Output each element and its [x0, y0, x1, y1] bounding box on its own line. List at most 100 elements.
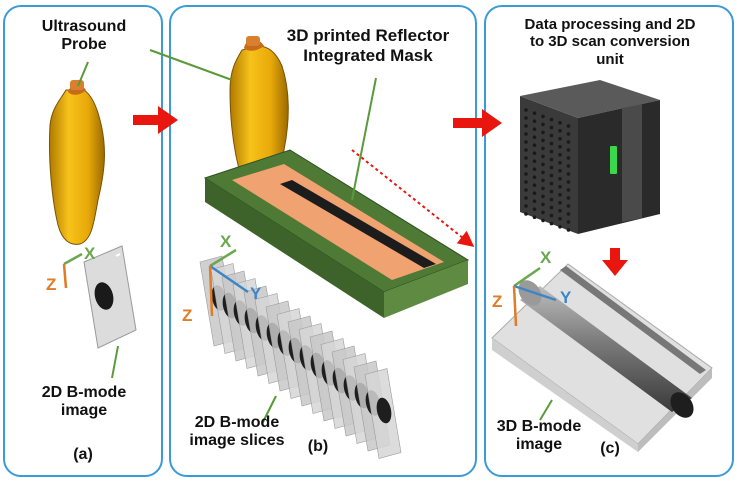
vent-hole [549, 181, 554, 186]
vent-hole [558, 145, 562, 149]
vent-hole [541, 202, 545, 207]
bmode-image-label-a-line1: 2D B-mode [41, 384, 127, 401]
vent-hole [524, 148, 528, 152]
vent-hole [558, 137, 562, 141]
processing-unit-label: Data processing and 2D to 3D scan conver… [488, 16, 732, 68]
axis-y-line-b [209, 264, 249, 294]
axis-z-label-b: Z [182, 306, 193, 325]
vent-hole [541, 210, 545, 215]
axis-y-label-b: Y [250, 284, 262, 303]
vent-hole [566, 180, 571, 184]
probe-label-line1: Ultrasound [41, 18, 127, 35]
vent-hole [566, 164, 571, 168]
vent-hole [558, 153, 562, 157]
vent-hole [532, 119, 537, 123]
vent-hole [541, 162, 545, 167]
vent-hole [558, 177, 562, 181]
leader-slices-b [261, 395, 277, 425]
vent-hole [524, 116, 528, 120]
flow-arrow-a-to-b [133, 106, 178, 134]
vent-hole [549, 213, 554, 218]
axis-x-label-c: X [540, 248, 552, 267]
bmode-image-a [83, 245, 137, 349]
axis-z-line-c [512, 285, 518, 327]
axis-y-label-c: Y [560, 288, 572, 307]
bmode-image-label-c-line2: image [515, 436, 563, 454]
vent-hole [532, 127, 537, 131]
vent-hole [524, 180, 528, 184]
axis-z-label-a: Z [46, 275, 57, 294]
slices-label-line1: 2D B-mode [194, 414, 280, 431]
vent-hole [558, 225, 562, 229]
reflector-mask [203, 149, 470, 318]
vent-hole [541, 146, 545, 151]
caption-a: (a) [73, 446, 93, 463]
vent-hole [541, 194, 545, 199]
slices-label-line2: image slices [189, 432, 285, 450]
processing-unit-label-line1: Data processing and 2D [524, 16, 696, 33]
bmode-image-label-a: 2D B-mode image [14, 384, 154, 421]
mask-label-line2: Integrated Mask [303, 45, 433, 65]
vent-hole [541, 122, 545, 127]
vent-hole [558, 185, 562, 189]
vent-hole [566, 220, 571, 224]
vent-hole [566, 204, 571, 208]
probe-label-line2: Probe [61, 36, 107, 54]
vent-hole [566, 156, 571, 160]
vent-hole [541, 130, 545, 135]
vent-hole [566, 188, 571, 192]
vent-hole [524, 156, 528, 160]
vent-hole [532, 183, 537, 187]
vent-hole [558, 193, 562, 197]
vent-hole [524, 108, 528, 112]
processing-unit-label-line3: unit [596, 50, 624, 68]
vent-hole [541, 186, 545, 191]
leader-image-a [111, 345, 119, 379]
vent-hole [566, 212, 571, 216]
vent-hole [524, 212, 528, 216]
axis-z-line-a [62, 263, 68, 289]
vent-hole [549, 125, 554, 130]
vent-hole [532, 175, 537, 179]
vent-hole [541, 178, 545, 183]
vent-hole [532, 111, 537, 115]
vent-hole [532, 191, 537, 195]
probe-a-illustration [48, 80, 105, 245]
vent-hole [524, 188, 528, 192]
vent-hole [524, 204, 528, 208]
vent-hole [566, 228, 571, 232]
slices-label: 2D B-mode image slices [172, 414, 302, 451]
axis-x-label-b: X [220, 232, 232, 251]
vent-hole [549, 221, 554, 226]
vent-hole [558, 161, 562, 165]
vent-hole [549, 173, 554, 178]
bmode-image-label-a-line2: image [60, 402, 108, 420]
processing-unit-illustration [520, 80, 660, 234]
vent-hole [541, 114, 545, 119]
flow-arrow-down-c [602, 248, 628, 276]
vent-hole [549, 165, 554, 170]
vent-hole [558, 217, 562, 221]
vent-hole [566, 196, 571, 200]
vent-hole [524, 132, 528, 136]
vent-hole [524, 164, 528, 168]
vent-hole [549, 149, 554, 154]
caption-b: (b) [307, 438, 329, 455]
leader-image-c [539, 399, 553, 421]
vent-hole [532, 207, 537, 211]
vent-hole [566, 140, 571, 144]
axis-x-line-a [63, 252, 83, 266]
vent-hole [558, 129, 562, 133]
vent-hole [524, 140, 528, 144]
vent-hole [532, 199, 537, 203]
vent-hole [524, 124, 528, 128]
leader-probe-a [77, 61, 89, 87]
vent-hole [549, 117, 554, 122]
bmode-image-label-c-line1: 3D B-mode [496, 418, 582, 435]
probe-label: Ultrasound Probe [14, 18, 154, 55]
flow-arrow-b-to-c [453, 109, 502, 137]
vent-hole [549, 157, 554, 162]
vent-hole [566, 172, 571, 176]
